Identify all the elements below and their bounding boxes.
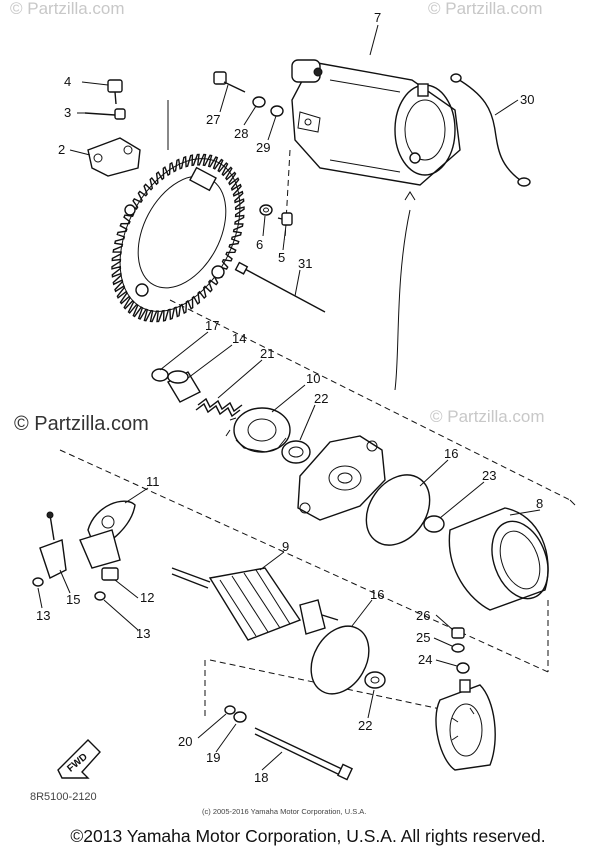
clip-17 [151, 368, 169, 382]
callout-11: 11 [146, 474, 160, 489]
footer-copyright: ©2013 Yamaha Motor Corporation, U.S.A. A… [70, 826, 546, 846]
callout-12: 12 [140, 590, 154, 605]
armature-9 [171, 567, 339, 641]
washer-6 [259, 204, 273, 216]
callout-27: 27 [206, 112, 220, 127]
washer-23 [423, 515, 445, 533]
callout-17: 17 [205, 318, 219, 333]
washer-28 [252, 96, 266, 108]
callout-10: 10 [306, 371, 320, 386]
callout-5: 5 [278, 250, 285, 265]
callout-3: 3 [64, 105, 71, 120]
washer-29 [270, 105, 284, 117]
leader-lines [37, 24, 541, 771]
o-ring-16-lower [310, 625, 370, 695]
diagram-code: 8R5100-2120 [30, 791, 97, 803]
callout-19: 19 [206, 750, 220, 765]
nut-13-right [94, 591, 106, 601]
forward-direction-arrow: FWD [57, 739, 101, 779]
callout-30: 30 [520, 92, 534, 107]
callout-7: 7 [374, 10, 381, 25]
callout-31: 31 [298, 256, 312, 271]
yoke-8 [448, 507, 549, 611]
starter-ring-gear [111, 153, 245, 323]
brush-12 [101, 567, 119, 581]
o-ring-16-upper [365, 474, 431, 546]
callout-8: 8 [536, 496, 543, 511]
front-cover [297, 435, 386, 521]
callout-13-left: 13 [36, 608, 50, 623]
nut-13-left [32, 577, 44, 587]
callout-16-upper: 16 [444, 446, 458, 461]
watermark-mid-left: © Partzilla.com [14, 413, 149, 435]
retainer-plate [87, 137, 141, 177]
bolt-4 [107, 79, 123, 105]
watermark-top-right: © Partzilla.com [428, 0, 543, 18]
callout-29: 29 [256, 140, 270, 155]
nut-26 [451, 627, 465, 639]
callout-16-lower: 16 [370, 587, 384, 602]
washer-22-upper [281, 440, 311, 464]
washer-20 [224, 705, 236, 715]
spring-21 [195, 397, 243, 418]
brush-holder-15 [39, 511, 121, 579]
starter-motor-assembly [291, 59, 461, 186]
callout-14: 14 [232, 331, 246, 346]
callout-20: 20 [178, 734, 192, 749]
bolt-5 [277, 212, 293, 226]
callout-28: 28 [234, 126, 248, 141]
callout-22-lower: 22 [358, 718, 372, 733]
callout-2: 2 [58, 142, 65, 157]
callout-23: 23 [482, 468, 496, 483]
rear-cover [435, 679, 496, 771]
callout-24: 24 [418, 652, 432, 667]
callout-21: 21 [260, 346, 274, 361]
watermark-mid-right: © Partzilla.com [430, 407, 545, 426]
callout-4: 4 [64, 74, 71, 89]
callout-26: 26 [416, 608, 430, 623]
washer-19 [233, 711, 247, 723]
bolt-27 [213, 71, 246, 93]
through-bolt-18 [254, 727, 353, 781]
callout-25: 25 [416, 630, 430, 645]
callout-9: 9 [282, 539, 289, 554]
long-bolt-31 [234, 261, 326, 313]
assembly-axis-lines [59, 100, 576, 720]
callout-22-upper: 22 [314, 391, 328, 406]
starter-clutch-10 [225, 407, 291, 453]
callout-18: 18 [254, 770, 268, 785]
lead-wire [450, 73, 531, 187]
watermark-top-left: © Partzilla.com [10, 0, 125, 18]
washer-22-lower [364, 671, 386, 689]
callout-numbers: 4 3 2 7 30 27 28 29 6 5 31 17 14 21 10 2… [36, 10, 543, 785]
screw-3 [84, 108, 126, 120]
sleeve-14 [167, 370, 201, 403]
callout-13-right: 13 [136, 626, 150, 641]
washer-24 [456, 662, 470, 674]
callout-6: 6 [256, 237, 263, 252]
callout-15: 15 [66, 592, 80, 607]
washer-25 [451, 643, 465, 653]
small-copyright: (c) 2005-2016 Yamaha Motor Corporation, … [202, 807, 366, 816]
